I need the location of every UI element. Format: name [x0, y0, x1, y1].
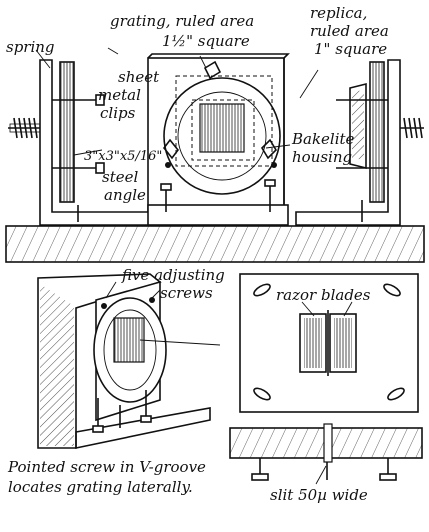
replica-label-line2: ruled area — [310, 22, 389, 40]
clips-label-line1: sheet — [118, 68, 160, 86]
right-steel-angle — [295, 59, 401, 226]
replica-label-line3: 1" square — [314, 40, 388, 58]
caption-line1: Pointed screw in V-groove — [8, 458, 206, 476]
top-leader-lines — [35, 47, 319, 156]
spring-label: spring — [6, 38, 55, 56]
slit-cross-section — [229, 423, 423, 485]
angle-label-line3: angle — [104, 186, 146, 204]
bakelite-label-line2: housing — [292, 148, 353, 166]
razor-label: razor blades — [276, 286, 371, 304]
replica-label-line1: replica, — [310, 4, 368, 22]
left-steel-angle — [39, 59, 151, 226]
screw-icon — [253, 283, 405, 401]
angle-label-line2: steel — [102, 168, 139, 186]
slit-label: slit 50µ wide — [270, 486, 368, 504]
clips-label-line2: metal — [98, 86, 141, 104]
top-baseboard — [5, 225, 425, 263]
grating-holder-perspective — [37, 273, 221, 449]
clips-label-line3: clips — [100, 104, 136, 122]
angle-label-line1: 3"x3"x5/16" — [84, 149, 163, 164]
screws-label-line1: five adjusting — [122, 266, 225, 284]
grating-label-line2: 1½" square — [162, 32, 250, 50]
screws-label-line2: screws — [160, 284, 213, 302]
grating-label-line1: grating, ruled area — [110, 12, 255, 30]
screw-icon — [52, 94, 105, 222]
caption-line2: locates grating laterally. — [8, 478, 193, 496]
bakelite-label-line1: Bakelite — [292, 130, 355, 148]
spring-icon — [8, 117, 41, 139]
slit-assembly-plate — [239, 273, 419, 413]
right-spring-icon — [400, 117, 424, 139]
center-grating-frame — [147, 53, 290, 226]
